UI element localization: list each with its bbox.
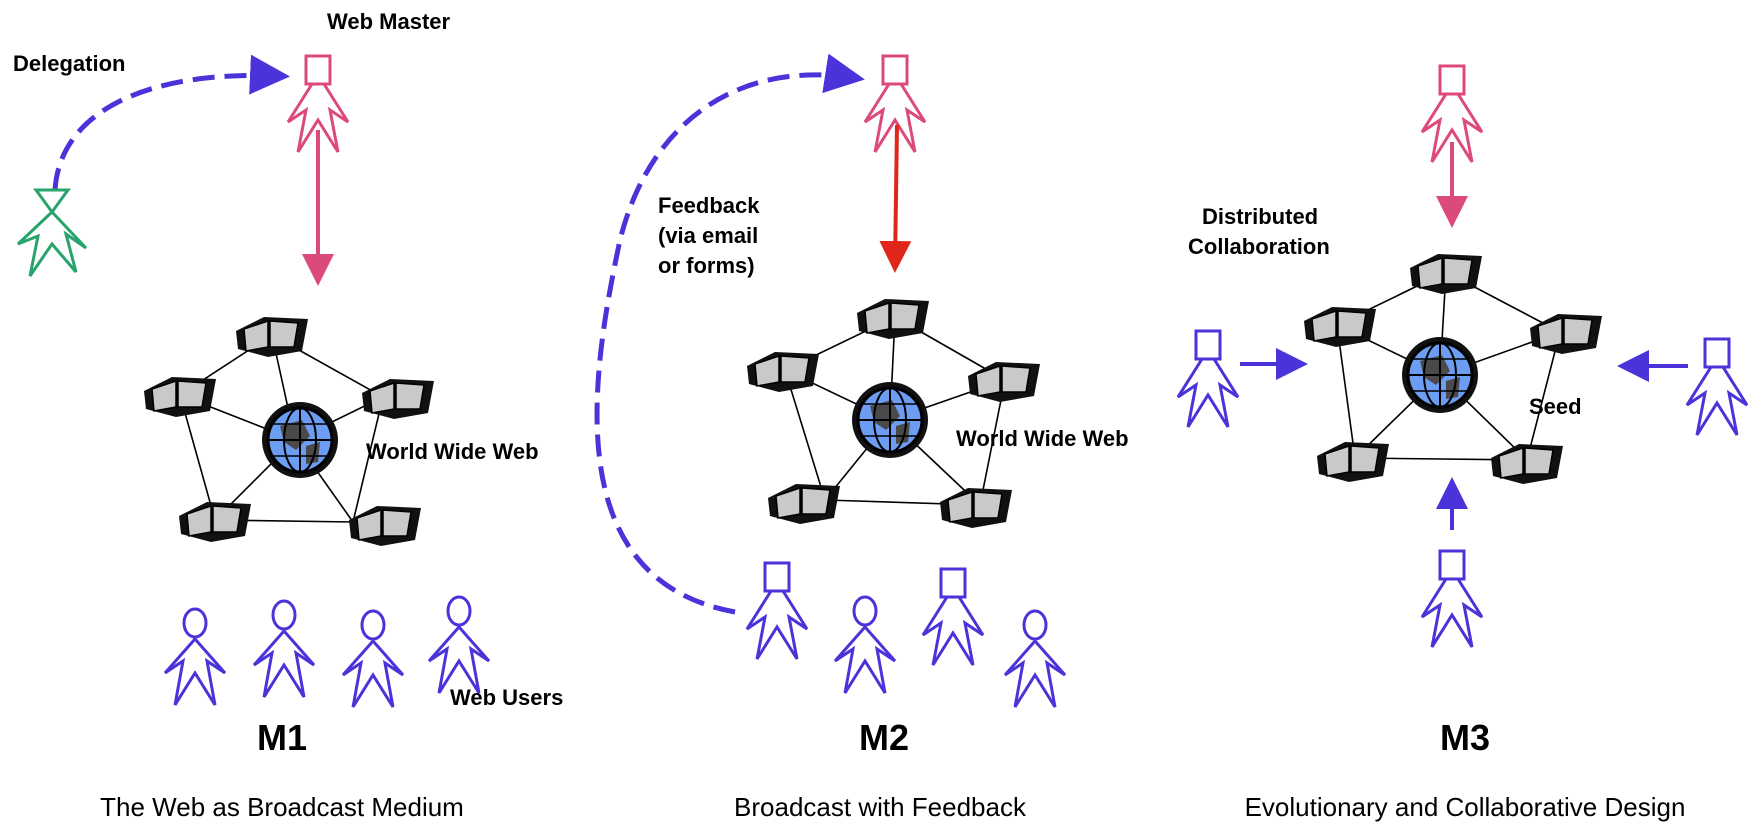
web-user-icon [1003,609,1067,708]
designer-user-icon [745,561,809,660]
collab-label-line2: Collaboration [1188,234,1330,259]
globe-icon [1402,337,1478,413]
page-icon [349,506,421,546]
page-icon [747,352,819,392]
panel-m2: World Wide Web Feedback (via email or fo… [594,53,1129,822]
web-label-m1: World Wide Web [366,439,539,464]
page-icon [1491,444,1563,484]
web-users-label: Web Users [450,685,563,710]
page-icon [1530,314,1602,354]
page-icon [768,484,840,524]
page-icon [144,377,216,417]
feedback-label-line3: or forms) [658,253,755,278]
delegate-icon [16,188,88,277]
designer-user-icon [921,567,985,666]
page-icon [179,502,251,542]
feedback-label-line2: (via email [658,223,758,248]
delegation-label: Delegation [13,51,125,76]
seed-label: Seed [1529,394,1582,419]
web-master-label: Web Master [327,9,451,34]
collab-label-line1: Distributed [1202,204,1318,229]
web-user-icon [163,607,227,706]
panel-m3: Seed Distributed Collaboration M3 Evolut… [1176,64,1749,822]
caption-m1: The Web as Broadcast Medium [100,792,464,822]
caption-m3: Evolutionary and Collaborative Design [1245,792,1686,822]
feedback-arrow [594,53,865,615]
web-user-icon [252,599,316,698]
web-user-icon [833,595,897,694]
delegation-arrow [52,54,290,191]
web-user-icon [341,609,405,708]
web-user-icon [427,595,491,694]
page-icon [236,317,308,357]
designer-user-icon [1176,329,1240,428]
page-icon [857,299,929,339]
page-icon [362,379,434,419]
webmaster-to-web-arrow [879,124,912,273]
page-icon [940,488,1012,528]
page-icon [968,362,1040,402]
globe-icon [262,402,338,478]
caption-m2: Broadcast with Feedback [734,792,1027,822]
model-title-m1: M1 [257,717,307,758]
web-label-m2: World Wide Web [956,426,1129,451]
web-master-icon [1420,64,1484,163]
designer-user-icon [1685,337,1749,436]
globe-icon [852,382,928,458]
page-icon [1317,442,1389,482]
model-title-m2: M2 [859,717,909,758]
model-title-m3: M3 [1440,717,1490,758]
designer-user-icon [1420,549,1484,648]
page-icon [1304,307,1376,347]
web-master-icon [286,54,350,153]
web-master-icon [863,54,927,153]
panel-m1: World Wide Web Web Master Delegation Web… [13,9,563,822]
feedback-label-line1: Feedback [658,193,760,218]
page-icon [1410,254,1482,294]
